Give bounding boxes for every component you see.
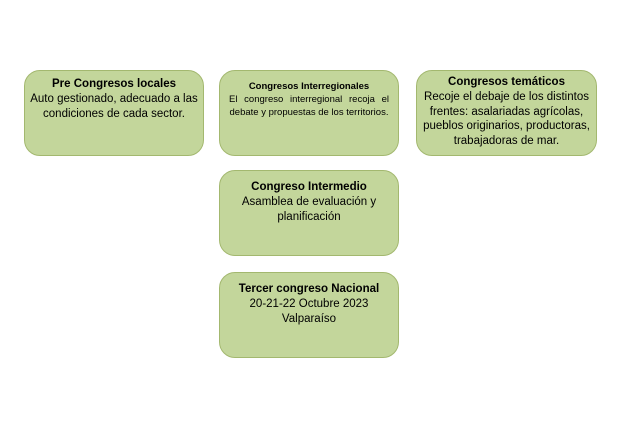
box-congresos-tematicos: Congresos temáticos Recoje el debaje de … xyxy=(416,70,597,156)
box-congreso-intermedio: Congreso Intermedio Asamblea de evaluaci… xyxy=(219,170,399,256)
box-title: Congresos Interregionales xyxy=(248,81,370,92)
box-location: Valparaíso xyxy=(281,312,337,325)
box-title: Pre Congresos locales xyxy=(52,78,176,90)
box-text: Asamblea de evaluación y planificación xyxy=(241,196,377,223)
box-tercer-congreso-nacional: Tercer congreso Nacional 20-21-22 Octubr… xyxy=(219,272,399,358)
box-title: Congreso Intermedio xyxy=(251,181,367,193)
box-pre-congresos-locales: Pre Congresos locales Auto gestionado, a… xyxy=(24,70,204,156)
box-congresos-interregionales: Congresos Interregionales El congreso in… xyxy=(219,70,399,156)
box-text: Recoje el debaje de los distintos frente… xyxy=(423,91,590,147)
box-text: Auto gestionado, adecuado a las condicio… xyxy=(30,93,198,120)
box-date: 20-21-22 Octubre 2023 xyxy=(249,298,369,310)
box-text: El congreso interregional recoja el deba… xyxy=(229,94,389,118)
box-title: Congresos temáticos xyxy=(448,76,565,88)
box-title: Tercer congreso Nacional xyxy=(238,283,380,295)
